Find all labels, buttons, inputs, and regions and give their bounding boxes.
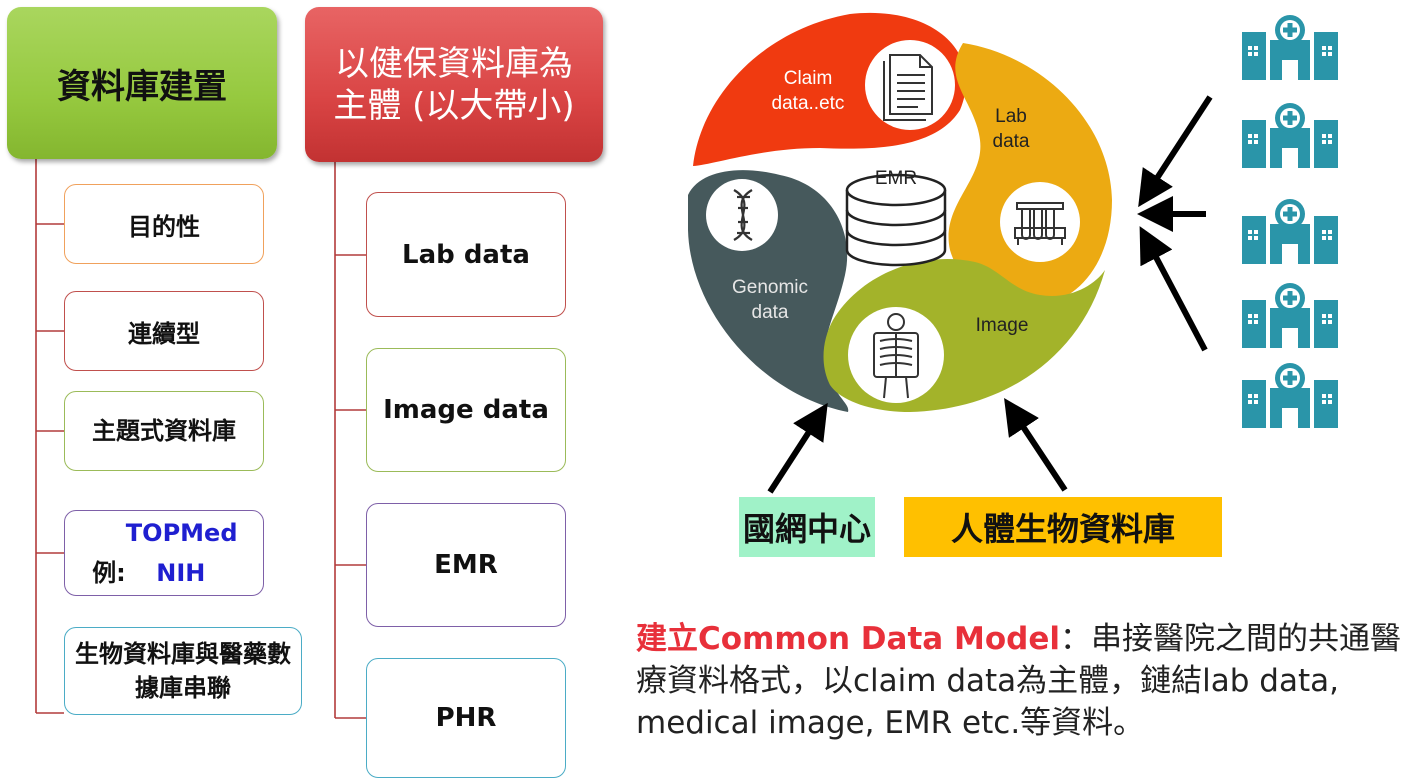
note-highlight: 建立Common Data Model (636, 621, 1060, 657)
purpose-item: 目的性 (64, 184, 264, 264)
lab-data-item: Lab data (366, 192, 566, 317)
xray-icon (873, 313, 919, 399)
note-body: ：串接醫院之間的共通醫療資料格式，以claim data為主體，鏈結lab da… (636, 621, 1401, 741)
claim-label-1: Claim (784, 68, 833, 89)
image-data-item: Image data (366, 348, 566, 472)
example-prefix: 例: (92, 559, 126, 587)
hospital-icon (1242, 363, 1338, 428)
arrow-hospital-bottom (1139, 226, 1208, 352)
phr-item: PHR (366, 658, 566, 778)
item-label: 主題式資料庫 (92, 417, 236, 445)
item-label: PHR (435, 703, 497, 733)
item-label: 目的性 (128, 212, 200, 241)
emr-item: EMR (366, 503, 566, 627)
database-setup-header: 資料庫建置 (7, 7, 277, 159)
hospital-icons (1242, 15, 1338, 428)
nchc-tag: 國網中心 (739, 497, 875, 557)
topmed-label: TOPMed NIH (125, 519, 238, 587)
data-circle-diagram: Claim data..etc Lab data EMR Image Genom… (688, 12, 1112, 412)
claim-label-2: data..etc (772, 93, 845, 114)
item-label: EMR (434, 550, 498, 580)
header-line-2: 主體 (以大帶小) (333, 85, 575, 126)
arrow-biobank (1004, 397, 1068, 492)
item-label: Lab data (402, 239, 530, 270)
hospital-icon (1242, 15, 1338, 80)
continuous-item: 連續型 (64, 291, 264, 371)
cdm-note: 建立Common Data Model：串接醫院之間的共通醫療資料格式，以cla… (636, 618, 1412, 744)
item-label: Image data (383, 395, 549, 425)
lab-label-2: data (993, 131, 1030, 152)
emr-center-label: EMR (875, 168, 917, 189)
database-icon (845, 173, 947, 267)
arrow-hospital-top (1138, 95, 1213, 208)
hospital-icon (1242, 199, 1338, 264)
dna-icon (733, 189, 753, 241)
test-tube-rack-icon (1014, 202, 1066, 245)
image-label: Image (976, 315, 1029, 336)
genomic-label-2: data (752, 302, 789, 323)
thematic-database-item: 主題式資料庫 (64, 391, 264, 471)
genomic-label-1: Genomic (732, 277, 808, 298)
document-icon (883, 54, 933, 121)
biobank-tag: 人體生物資料庫 (904, 497, 1222, 557)
lab-label-1: Lab (995, 106, 1027, 127)
hospital-icon (1242, 283, 1338, 348)
item-label: 生物資料庫與醫藥數據庫串聯 (75, 640, 291, 702)
tag-label: 人體生物資料庫 (950, 510, 1175, 548)
tag-label: 國網中心 (742, 510, 871, 548)
header-label: 資料庫建置 (57, 66, 227, 107)
arrow-nchc (767, 402, 828, 494)
item-label: 連續型 (128, 319, 200, 348)
nhi-database-header: 以健保資料庫為 主體 (以大帶小) (305, 7, 603, 162)
header-line-1: 以健保資料庫為 (335, 43, 573, 84)
hospital-icon (1242, 103, 1338, 168)
biobank-linkage-item: 生物資料庫與醫藥數據庫串聯 (64, 627, 302, 715)
example-item: 例:TOPMed NIH (64, 510, 264, 596)
